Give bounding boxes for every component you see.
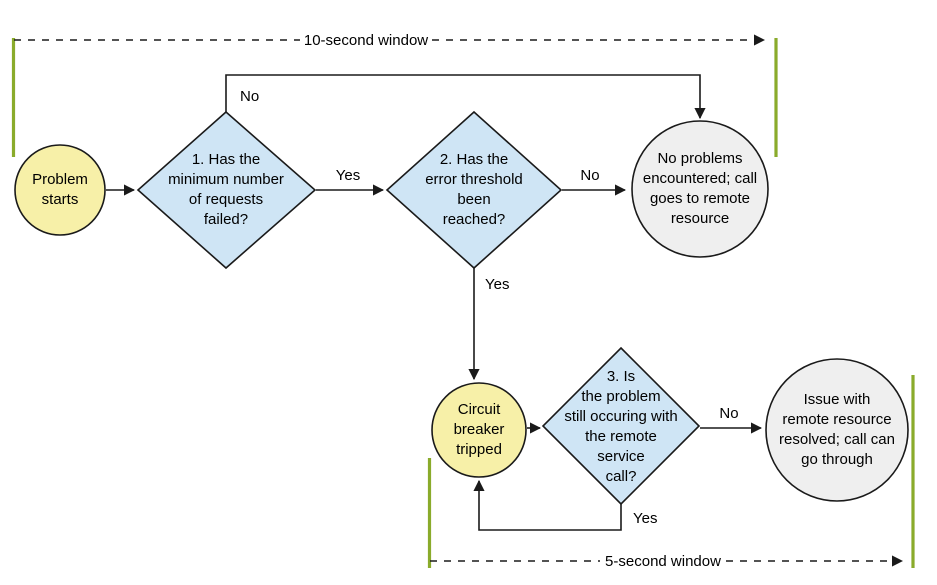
decision-1-line-3: of requests (189, 191, 263, 208)
bottom-window-label: 5-second window (605, 553, 721, 570)
edge-label-decision1-yes: Yes (336, 167, 360, 184)
edge-label-decision2-yes: Yes (485, 276, 509, 293)
edge-label-decision1-no: No (240, 88, 259, 105)
problem-starts-circle[interactable] (14, 144, 106, 236)
issue-resolved-circle[interactable] (765, 358, 909, 502)
no-problems-circle[interactable] (631, 120, 769, 258)
decision-1-line-2: minimum number (168, 171, 284, 188)
decision-3-line-5: service (597, 448, 645, 465)
decision-1-diamond[interactable] (136, 110, 317, 270)
issue-resolved-line-2: remote resource (782, 411, 891, 428)
circuit-breaker-tripped-circle[interactable] (431, 382, 527, 478)
issue-resolved-line-3: resolved; call can (779, 431, 895, 448)
decision-3-line-1: 3. Is (607, 368, 635, 385)
decision-2-line-4: reached? (443, 211, 506, 228)
problem-starts-line-2: starts (42, 191, 79, 208)
top-window-annotation: 10-second window (11, 32, 778, 157)
circuit-breaker-tripped-line-2: breaker (454, 421, 505, 438)
issue-resolved-line-4: go through (801, 451, 873, 468)
no-problems-line-4: resource (671, 210, 729, 227)
bottom-window-annotation: 5-second window (427, 375, 915, 570)
node-decision-3[interactable]: 3. Is the problem still occuring with th… (541, 346, 701, 506)
decision-3-diamond[interactable] (541, 346, 701, 506)
node-decision-1[interactable]: 1. Has the minimum number of requests fa… (136, 110, 317, 270)
edge-label-decision2-no: No (580, 167, 599, 184)
decision-3-line-4: the remote (585, 428, 657, 445)
edge-label-decision3-no: No (719, 405, 738, 422)
decision-2-line-1: 2. Has the (440, 151, 508, 168)
edge-label-decision3-yes: Yes (633, 510, 657, 527)
edge-decision1-no-to-noproblems (225, 74, 706, 120)
decision-3-line-6: call? (606, 468, 637, 485)
no-problems-line-3: goes to remote (650, 190, 750, 207)
node-problem-starts[interactable]: Problem starts (14, 144, 106, 236)
problem-starts-line-1: Problem (32, 171, 88, 188)
decision-3-line-2: the problem (581, 388, 660, 405)
decision-1-line-1: 1. Has the (192, 151, 260, 168)
edge-decision3-yes-to-tripped (473, 479, 622, 531)
issue-resolved-line-1: Issue with (804, 391, 871, 408)
no-problems-line-1: No problems (657, 150, 742, 167)
circuit-breaker-tripped-line-1: Circuit (458, 401, 501, 418)
top-window-label: 10-second window (304, 32, 428, 49)
decision-2-line-2: error threshold (425, 171, 523, 188)
decision-2-diamond[interactable] (385, 110, 563, 270)
decision-2-line-3: been (457, 191, 490, 208)
decision-3-line-3: still occuring with (564, 408, 677, 425)
no-problems-line-2: encountered; call (643, 170, 757, 187)
node-decision-2[interactable]: 2. Has the error threshold been reached? (385, 110, 563, 270)
node-issue-resolved[interactable]: Issue with remote resource resolved; cal… (765, 358, 909, 502)
decision-1-line-4: failed? (204, 211, 248, 228)
node-circuit-breaker-tripped[interactable]: Circuit breaker tripped (431, 382, 527, 478)
circuit-breaker-tripped-line-3: tripped (456, 441, 502, 458)
node-no-problems[interactable]: No problems encountered; call goes to re… (631, 120, 769, 258)
